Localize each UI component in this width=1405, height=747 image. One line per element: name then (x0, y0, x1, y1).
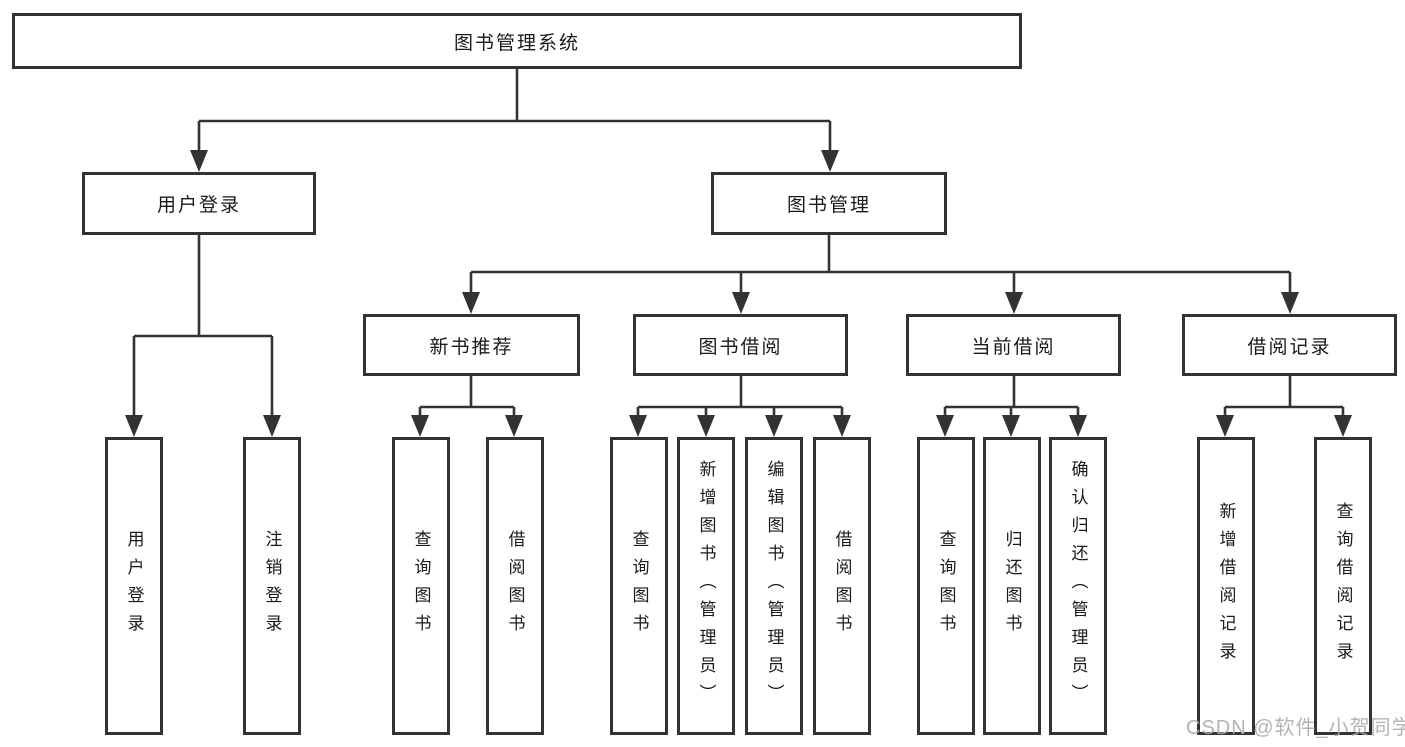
node-label: 查询图书 (411, 530, 431, 642)
node-label: 图书管理系统 (453, 32, 580, 54)
node-user-login: 用户登录 (82, 172, 316, 235)
node-borrow-records: 借阅记录 (1182, 314, 1397, 376)
node-book-borrow: 图书借阅 (633, 314, 848, 376)
leaf-borrow-add-books-admin: 新增图书（管理员） (677, 437, 735, 735)
connector-currentborrow-to-leaves (943, 376, 1080, 418)
node-label: 借阅记录 (1247, 336, 1332, 358)
node-label: 确认归还（管理员） (1068, 460, 1088, 712)
node-new-book-recommend: 新书推荐 (363, 314, 580, 376)
arrowhead (505, 415, 523, 437)
arrowhead (629, 415, 647, 437)
arrowhead (190, 150, 208, 172)
leaf-newbook-borrow-books: 借阅图书 (486, 437, 544, 735)
leaf-borrow-edit-books-admin: 编辑图书（管理员） (745, 437, 803, 735)
connector-bookborrow-to-leaves (636, 376, 844, 418)
arrowhead (833, 415, 851, 437)
connector-newbook-to-leaves (418, 376, 516, 418)
node-label: 注销登录 (262, 530, 282, 642)
node-label: 新增借阅记录 (1216, 502, 1236, 670)
leaf-logout: 注销登录 (243, 437, 301, 735)
connector-records-to-leaves (1223, 376, 1345, 418)
leaf-newbook-query-books: 查询图书 (392, 437, 450, 735)
node-label: 借阅图书 (832, 530, 852, 642)
arrowhead (462, 292, 480, 314)
node-label: 编辑图书（管理员） (764, 460, 784, 712)
leaf-current-confirm-return-admin: 确认归还（管理员） (1049, 437, 1107, 735)
arrowhead (697, 415, 715, 437)
leaf-user-login: 用户登录 (105, 437, 163, 735)
arrowhead (1005, 292, 1023, 314)
node-label: 用户登录 (124, 530, 144, 642)
arrowhead (263, 415, 281, 437)
node-label: 新书推荐 (429, 336, 514, 358)
arrowhead (1216, 415, 1234, 437)
arrowhead (732, 292, 750, 314)
arrowhead (1002, 415, 1020, 437)
connector-userlogin-to-leaves (132, 235, 274, 418)
arrowheads (125, 150, 1352, 437)
node-label: 用户登录 (156, 195, 241, 216)
arrowhead (411, 415, 429, 437)
connector-root-to-level2 (197, 69, 832, 153)
node-label: 查询借阅记录 (1333, 502, 1353, 670)
node-book-management: 图书管理 (711, 172, 947, 235)
watermark: CSDN @软件_小贺同学 (1186, 717, 1405, 739)
leaf-borrow-borrow-books: 借阅图书 (813, 437, 871, 735)
node-label: 新增图书（管理员） (696, 460, 716, 712)
node-label: 图书管理 (786, 195, 871, 216)
leaf-records-query-record: 查询借阅记录 (1314, 437, 1372, 735)
arrowhead (1069, 415, 1087, 437)
arrowhead (1334, 415, 1352, 437)
leaf-records-add-record: 新增借阅记录 (1197, 437, 1255, 735)
arrowhead (936, 415, 954, 437)
arrowhead (765, 415, 783, 437)
arrowhead (821, 150, 839, 172)
node-label: 图书借阅 (698, 336, 783, 358)
node-label: 查询图书 (936, 530, 956, 642)
node-label: 当前借阅 (971, 336, 1056, 358)
leaf-borrow-query-books: 查询图书 (610, 437, 668, 735)
node-current-borrow: 当前借阅 (906, 314, 1121, 376)
node-root: 图书管理系统 (12, 13, 1022, 69)
node-label: 借阅图书 (505, 530, 525, 642)
node-label: 查询图书 (629, 530, 649, 642)
arrowhead (1281, 292, 1299, 314)
arrowhead (125, 415, 143, 437)
leaf-current-query-books: 查询图书 (917, 437, 975, 735)
connector-bookmgmt-to-level3 (469, 235, 1292, 295)
node-label: 归还图书 (1002, 530, 1022, 642)
leaf-current-return-books: 归还图书 (983, 437, 1041, 735)
